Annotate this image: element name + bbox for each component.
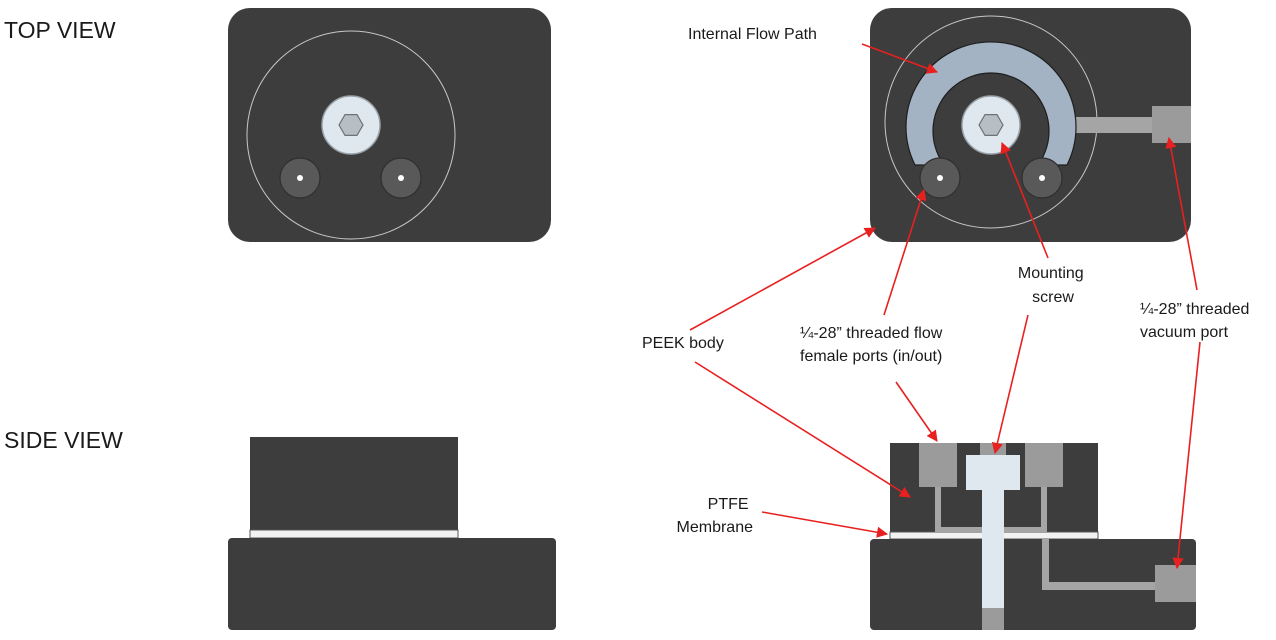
side-vacuum-port — [1155, 565, 1196, 602]
callout-mounting-screw-line1: Mounting — [1018, 265, 1084, 282]
callout-vacuum-port-line2: vacuum port — [1140, 324, 1229, 341]
arrow-vacuum-port-side — [1172, 341, 1201, 570]
callout-flow-ports: ¼-28” threaded flow female ports (in/out… — [800, 325, 947, 365]
callout-vacuum-port-line1: ¼-28” threaded — [1140, 301, 1249, 318]
side-flow-port-1 — [919, 443, 957, 487]
arrow-flow-path — [861, 43, 939, 74]
left-flow-port-2-hole — [398, 175, 404, 181]
callout-arrows — [689, 43, 1201, 570]
left-side-upper-block — [250, 437, 458, 530]
side-view-label: SIDE VIEW — [4, 427, 123, 453]
right-top-view — [870, 8, 1191, 242]
side-screw-shaft — [982, 490, 1004, 608]
arrow-peek-body-side — [694, 361, 911, 498]
callout-flow-ports-line1: ¼-28” threaded flow — [800, 325, 943, 342]
arrow-mounting-screw-top — [1000, 141, 1049, 259]
arrow-peek-body-top — [689, 227, 876, 331]
left-side-membrane — [249, 529, 459, 539]
side-flow-channel-2 — [1041, 487, 1047, 532]
right-hex-socket-icon — [978, 113, 1004, 136]
arrow-ptfe-membrane — [761, 511, 889, 538]
callout-mounting-screw-line2: screw — [1032, 289, 1074, 306]
top-view-label: TOP VIEW — [4, 17, 116, 43]
arrow-vacuum-port-top — [1165, 136, 1198, 291]
left-top-outline-circle — [246, 30, 456, 240]
side-screw-socket — [980, 443, 1006, 455]
left-side-base-block — [228, 538, 556, 630]
right-flow-port-1-hole — [937, 175, 943, 181]
right-side-view — [870, 443, 1196, 630]
callout-vacuum-port: ¼-28” threaded vacuum port — [1140, 301, 1254, 341]
arrow-mounting-screw-side — [991, 314, 1029, 455]
callout-ptfe-membrane: PTFE Membrane — [677, 496, 754, 536]
callout-internal-flow-path: Internal Flow Path — [688, 26, 817, 43]
side-flow-port-2 — [1025, 443, 1063, 487]
side-vacuum-channel-vertical — [1042, 539, 1049, 589]
side-vacuum-channel-horizontal — [1042, 582, 1157, 590]
left-flow-port-1-hole — [297, 175, 303, 181]
arrow-flow-port-top — [883, 188, 927, 316]
vacuum-port-top — [1152, 106, 1191, 143]
left-side-view — [228, 437, 556, 630]
side-flow-channel-1 — [935, 487, 941, 532]
vacuum-channel-top — [1075, 117, 1157, 133]
left-hex-socket-icon — [338, 113, 364, 136]
side-screw-threads — [982, 608, 1004, 630]
callout-ptfe-membrane-line2: Membrane — [677, 519, 754, 536]
arrow-flow-port-side — [895, 381, 938, 442]
right-side-base-block — [870, 539, 1196, 630]
left-top-view — [228, 8, 551, 242]
right-flow-port-2-hole — [1039, 175, 1045, 181]
callout-mounting-screw: Mounting screw — [1018, 265, 1088, 306]
callout-ptfe-membrane-line1: PTFE — [708, 496, 749, 513]
callout-peek-body: PEEK body — [642, 335, 724, 352]
callout-flow-ports-line2: female ports (in/out) — [800, 348, 942, 365]
side-screw-head — [966, 455, 1020, 490]
